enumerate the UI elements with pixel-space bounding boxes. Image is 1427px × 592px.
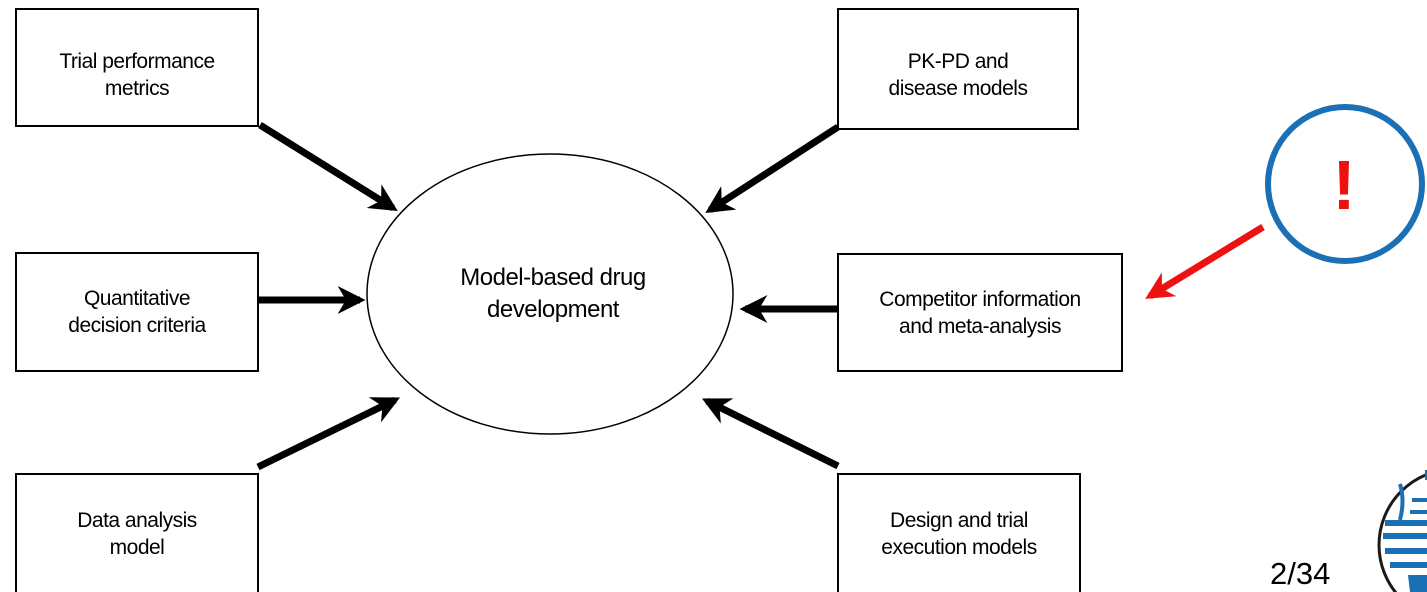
- node-design-trial-line1: Design and trial: [890, 509, 1028, 532]
- center-label-line2: development: [487, 296, 619, 323]
- node-pkpd-line2: disease models: [888, 77, 1028, 100]
- alert-circle: [1265, 104, 1425, 264]
- arrow-design-trial: [701, 397, 840, 470]
- center-label: Model-based drug development: [372, 262, 734, 326]
- arrow-pkpd: [705, 124, 840, 214]
- center-label-line1: Model-based drug: [460, 264, 646, 291]
- node-data-analysis: Data analysis model: [15, 473, 259, 592]
- node-trial-performance: Trial performance metrics: [15, 8, 259, 127]
- node-pkpd-line1: PK-PD and: [907, 50, 1009, 73]
- alert-arrow: [1145, 224, 1265, 299]
- arrow-trial-performance: [258, 122, 398, 211]
- node-design-trial-line2: execution models: [881, 536, 1037, 559]
- node-data-analysis-line1: Data analysis: [77, 509, 197, 532]
- node-data-analysis-line2: model: [109, 536, 165, 559]
- node-competitor: Competitor information and meta-analysis: [837, 253, 1123, 372]
- university-logo-icon: [1377, 470, 1427, 592]
- node-trial-performance-line1: Trial performance: [59, 50, 215, 73]
- arrow-data-analysis: [256, 396, 401, 471]
- node-competitor-line1: Competitor information: [879, 287, 1081, 311]
- node-quant-decision-line2: decision criteria: [68, 314, 206, 337]
- node-competitor-line2: and meta-analysis: [899, 314, 1061, 338]
- node-design-trial: Design and trial execution models: [837, 473, 1081, 592]
- node-quant-decision-line1: Quantitative: [83, 287, 191, 310]
- page-number: 2/34: [1270, 556, 1331, 591]
- alert-exclamation: !: [1332, 146, 1356, 224]
- node-trial-performance-line2: metrics: [104, 77, 170, 100]
- node-quant-decision: Quantitative decision criteria: [15, 252, 259, 372]
- center-ellipse: [366, 153, 734, 435]
- node-pkpd: PK-PD and disease models: [837, 8, 1079, 130]
